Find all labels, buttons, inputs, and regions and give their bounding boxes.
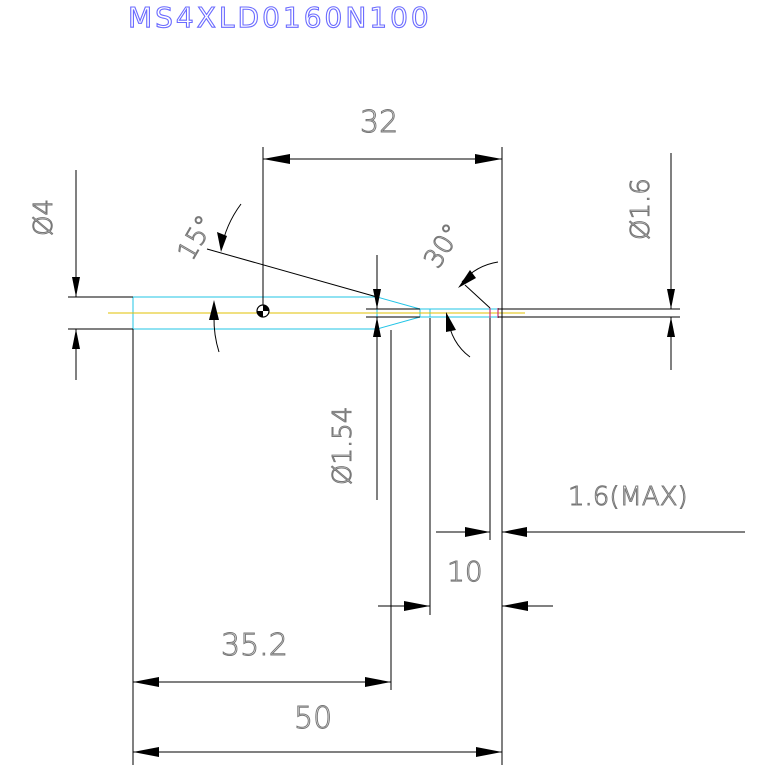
datum-point-symbol	[256, 304, 270, 318]
dim-length-32	[262, 147, 503, 765]
dim-length-35-2	[132, 329, 391, 765]
label-diameter-1-6: Ø1.6	[626, 178, 656, 240]
dim-flute-length-max	[436, 318, 745, 540]
dim-diameter-1-54	[366, 255, 420, 500]
label-diameter-4: Ø4	[29, 199, 59, 236]
label-flute-length-max: 1.6(MAX)	[568, 482, 688, 512]
label-length-50: 50	[294, 701, 332, 736]
drawing-title: MS4XLD0160N100	[128, 1, 432, 34]
label-angle-30: 30°	[418, 219, 468, 274]
label-length-10: 10	[447, 555, 483, 588]
dim-length-10	[378, 318, 553, 690]
dim-angle-30	[446, 261, 499, 358]
dim-diameter-4	[68, 170, 133, 380]
dim-angle-15	[206, 203, 378, 353]
label-angle-15: 15°	[172, 211, 221, 266]
dim-diameter-1-6	[498, 153, 680, 370]
label-length-35-2: 35.2	[221, 628, 288, 663]
dim-length-50	[133, 747, 502, 757]
label-diameter-1-54: Ø1.54	[328, 407, 358, 485]
label-length-32: 32	[360, 105, 398, 140]
tool-outline	[132, 296, 498, 330]
